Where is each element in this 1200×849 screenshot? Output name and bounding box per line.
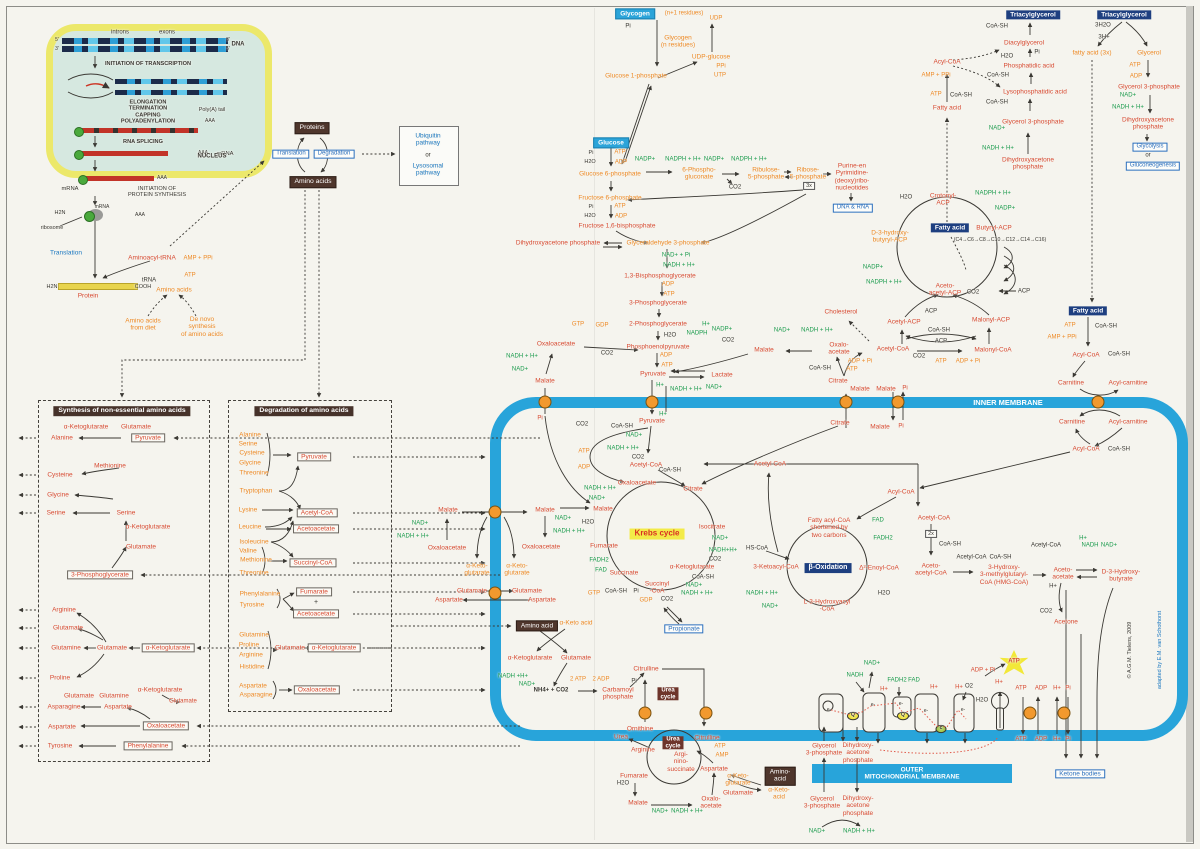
dna-strand-icon bbox=[62, 38, 228, 44]
transporter-dot bbox=[638, 706, 652, 720]
transporter-dot bbox=[1057, 706, 1071, 720]
degradation-panel bbox=[228, 400, 392, 712]
transporter-dot bbox=[891, 395, 905, 409]
dna-strand-icon bbox=[115, 90, 227, 95]
synthesis-panel bbox=[38, 400, 210, 762]
dna-strand-icon bbox=[62, 46, 228, 52]
transporter-dot bbox=[488, 505, 502, 519]
inner-membrane bbox=[490, 397, 1188, 741]
transporter-dot bbox=[1023, 706, 1037, 720]
page-edge-shade bbox=[1186, 6, 1193, 842]
transporter-dot bbox=[839, 395, 853, 409]
dna-strand-icon bbox=[115, 79, 227, 84]
outer-mitochondrial-membrane bbox=[812, 764, 1012, 783]
mrna-cap-icon bbox=[78, 175, 88, 185]
transporter-dot bbox=[538, 395, 552, 409]
transporter-dot bbox=[1091, 395, 1105, 409]
ribosome-subunit-icon bbox=[84, 211, 95, 222]
transporter-dot bbox=[699, 706, 713, 720]
fold-crease bbox=[594, 8, 595, 840]
mrna-cap-icon bbox=[74, 150, 84, 160]
ubiquitin-lysosomal-box bbox=[399, 126, 459, 186]
scan-border bbox=[6, 6, 1194, 844]
mrna-icon bbox=[80, 151, 168, 156]
mrna-cap-icon bbox=[74, 127, 84, 137]
transporter-dot bbox=[488, 586, 502, 600]
mrna-icon bbox=[84, 176, 154, 181]
transporter-dot bbox=[645, 395, 659, 409]
protein-bar-icon bbox=[58, 283, 138, 290]
pre-mrna-icon bbox=[80, 128, 198, 133]
